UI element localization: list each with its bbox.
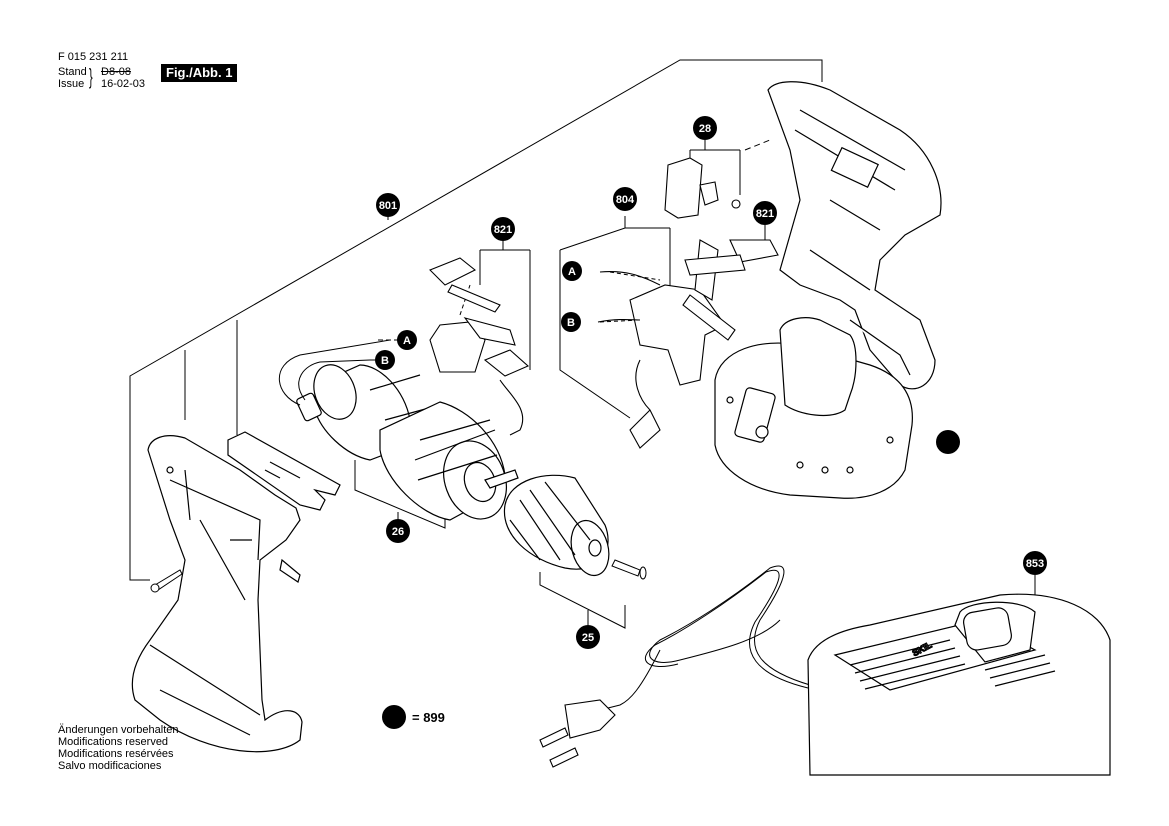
part-821-right [684,239,779,276]
wire-label-b-right: B [561,312,581,332]
callout-853: 853 [1023,551,1047,575]
stand-date-old: D8-08 [101,66,131,78]
wires-left [278,339,391,406]
svg-text:821: 821 [494,224,512,236]
wire-label-b-left: B [375,350,395,370]
bracket-804 [559,216,671,419]
svg-text:A: A [568,266,576,278]
note-es: Salvo modificaciones [58,760,162,772]
svg-text:26: 26 [392,526,404,538]
wire-label-a-left: A [397,330,417,350]
legend-899: = 899 [382,705,445,729]
svg-text:801: 801 [379,200,397,212]
gearbox-26 [379,401,519,521]
power-plug [539,699,616,768]
chuck-25 [503,474,610,577]
note-en: Modifications reserved [58,736,169,748]
modification-notes: Änderungen vorbehalten Modifications res… [58,724,178,772]
brace-symbol: } [89,64,93,89]
svg-text:25: 25 [582,632,594,644]
charger-cord [599,565,811,711]
note-de: Änderungen vorbehalten [58,724,179,736]
note-fr: Modifications resérvées [58,748,174,760]
stand-label: Stand [58,66,87,78]
bracket-25 [539,572,626,629]
callout-821-left: 821 [491,217,515,241]
bracket-28 [689,140,741,195]
screw-left [150,569,183,593]
svg-text:A: A [403,335,411,347]
issue-label: Issue [58,78,85,90]
legend-text: = 899 [412,709,445,725]
callout-26: 26 [386,519,410,543]
svg-text:804: 804 [616,194,635,206]
housing-half-right [767,81,942,390]
callout-25: 25 [576,625,600,649]
switch-plate [227,431,341,511]
svg-text:28: 28 [699,123,711,135]
svg-text:853: 853 [1026,558,1044,570]
battery-pack [714,317,913,499]
callout-821-right: 821 [753,201,777,225]
wire-label-a-right: A [562,261,582,281]
callout-804: 804 [613,187,637,211]
callout-801: 801 [376,193,400,217]
trigger-switch-804 [597,239,736,449]
svg-text:821: 821 [756,208,774,220]
bracket-821-left [479,235,531,370]
bracket-801-line [129,59,823,581]
svg-text:B: B [567,317,575,329]
housing-half-left [131,435,303,753]
document-number: F 015 231 211 [58,51,129,63]
battery-899-marker [936,430,960,454]
legend-marker-dot [382,705,406,729]
chuck-screw [611,559,647,580]
figure-label: Fig./Abb. 1 [161,64,238,82]
issue-date: 16-02-03 [101,78,146,90]
callout-28: 28 [693,116,717,140]
svg-text:B: B [381,355,389,367]
part-28 [664,157,741,219]
switch-parts-821-left [429,257,530,436]
charger-853: SKIL [807,593,1111,776]
